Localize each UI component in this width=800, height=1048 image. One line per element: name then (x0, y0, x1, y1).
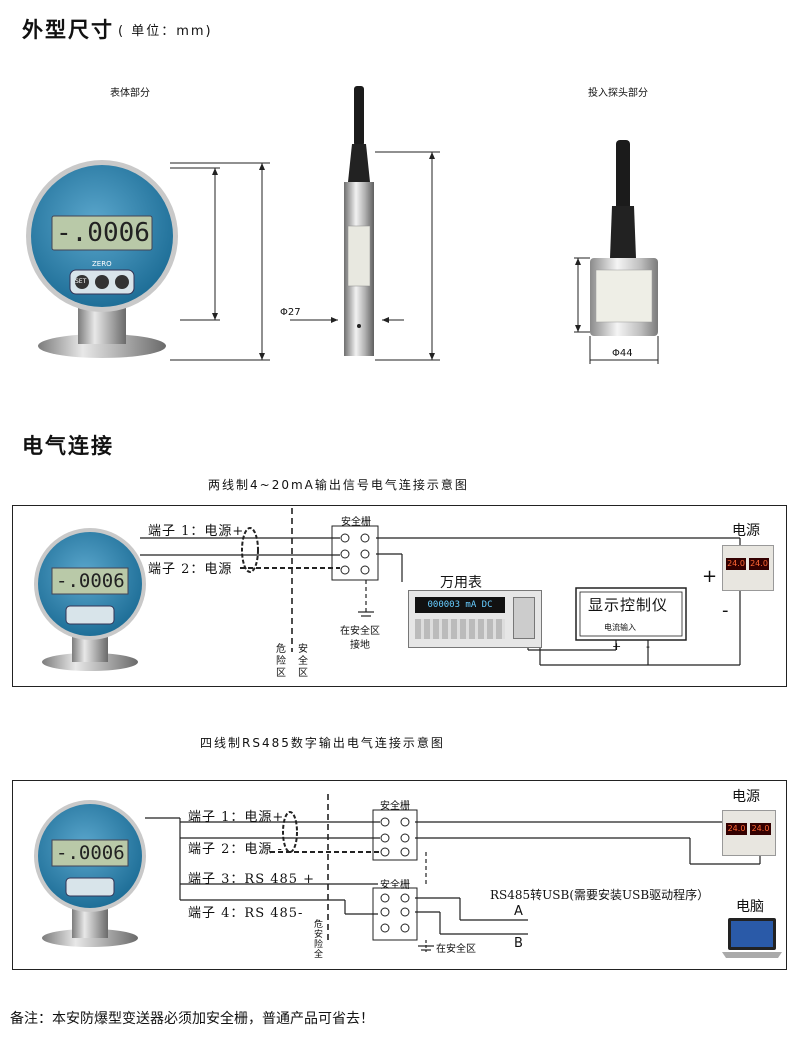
diagram2-psu-right: 24.0 (750, 823, 771, 835)
diagram1-safe-ground: 在安全区 (340, 626, 380, 637)
probe-head-drawing (590, 140, 658, 336)
diagram2-gauge: -.0006 (30, 800, 150, 950)
zero-label-large: ZERO (92, 260, 112, 268)
diagram2-gauge-drawing (34, 800, 146, 947)
diagram1-safe-zone: 安全区 (298, 644, 308, 679)
diagram1-psu-plus: + (702, 566, 718, 587)
probe-tube (330, 86, 390, 364)
diagram1-meter-jacks (513, 597, 535, 639)
set-label-large: SET (75, 278, 87, 285)
diagram2-power-supply: 24.0 24.0 (722, 810, 776, 856)
diagram1-caption: 两线制4~20mA输出信号电气连接示意图 (208, 478, 469, 492)
diagram2-caption: 四线制RS485数字输出电气连接示意图 (200, 736, 445, 750)
diagram2-danger-zone: 危安险全 (314, 920, 324, 960)
diagram2-line-b: B (514, 936, 523, 951)
gauge-body-large: -.0006 ZERO SET (22, 160, 182, 360)
diagram1-display-minus: - (646, 640, 650, 653)
diagram1-display-controller: 显示控制仪 (588, 596, 669, 614)
diagram1-terminal2: 端子 2：电源 (148, 562, 233, 577)
diagram1-frame (12, 505, 787, 687)
diagram1-danger-zone: 危险区 (276, 644, 286, 679)
footer-note: 备注：本安防爆型变送器必须加安全栅，普通产品可省去！ (10, 1011, 374, 1027)
diagram1-psu-minus: - (722, 600, 729, 621)
diagram1-gauge-reading: -.0006 (56, 570, 125, 592)
laptop-icon (722, 916, 782, 958)
diagram1-meter-display: 000003 mA DC (415, 597, 505, 613)
diagram1-psu-left: 24.0 (726, 558, 746, 570)
probe-tube-drawing (344, 86, 374, 356)
probe-part-label: 投入探头部分 (588, 88, 648, 99)
section-title-electrical: 电气连接 (22, 434, 114, 458)
diagram1-multimeter: 000003 mA DC (408, 590, 542, 648)
diagram1-display-plus: + (612, 640, 622, 653)
diagram2-terminal2: 端子 2：电源 - (188, 842, 283, 857)
gauge-reading-large: -.0006 (56, 218, 150, 248)
unit-label: ( 单位：mm) (118, 24, 213, 39)
gauge-body-large-drawing (26, 160, 178, 358)
diagram2-gauge-reading: -.0006 (56, 842, 125, 864)
diagram2-psu-left: 24.0 (726, 823, 747, 835)
diagram2-barrier1: 安全栅 (380, 801, 410, 812)
diagram1-terminal1: 端子 1：电源+ (148, 524, 245, 539)
diagram2-terminal3: 端子 3：RS 485 + (188, 872, 316, 887)
diagram2-safe-area: 在安全区 (436, 944, 476, 955)
dimension-phi27: Φ27 (280, 307, 301, 318)
diagram2-line-a: A (514, 904, 523, 919)
diagram1-ground-label: 接地 (350, 640, 370, 651)
diagram2-converter: RS485转USB(需要安装USB驱动程序） (490, 888, 710, 902)
diagram1-meter-label: 万用表 (440, 575, 482, 591)
laptop-icon-drawing (722, 918, 782, 958)
diagram2-power-label: 电源 (732, 789, 760, 805)
section-title-dimensions: 外型尺寸 (22, 18, 114, 42)
diagram2-terminal1: 端子 1：电源+ (188, 810, 285, 825)
diagram1-power-supply: 24.0 24.0 (722, 545, 774, 591)
diagram1-barrier: 安全栅 (341, 517, 371, 528)
diagram1-current-input: 电流输入 (604, 623, 636, 632)
body-part-label: 表体部分 (110, 88, 150, 99)
diagram1-power-label: 电源 (732, 523, 760, 539)
diagram1-gauge-drawing (34, 528, 146, 671)
dimension-phi44: Φ44 (612, 348, 633, 359)
probe-head (588, 140, 660, 340)
diagram1-gauge: -.0006 (30, 528, 150, 673)
diagram1-meter-keys (415, 619, 505, 639)
diagram1-psu-right: 24.0 (749, 558, 769, 570)
diagram2-frame (12, 780, 787, 970)
diagram2-computer-label: 电脑 (736, 899, 764, 915)
diagram2-barrier2: 安全栅 (380, 880, 410, 891)
diagram2-terminal4: 端子 4：RS 485- (188, 906, 304, 921)
